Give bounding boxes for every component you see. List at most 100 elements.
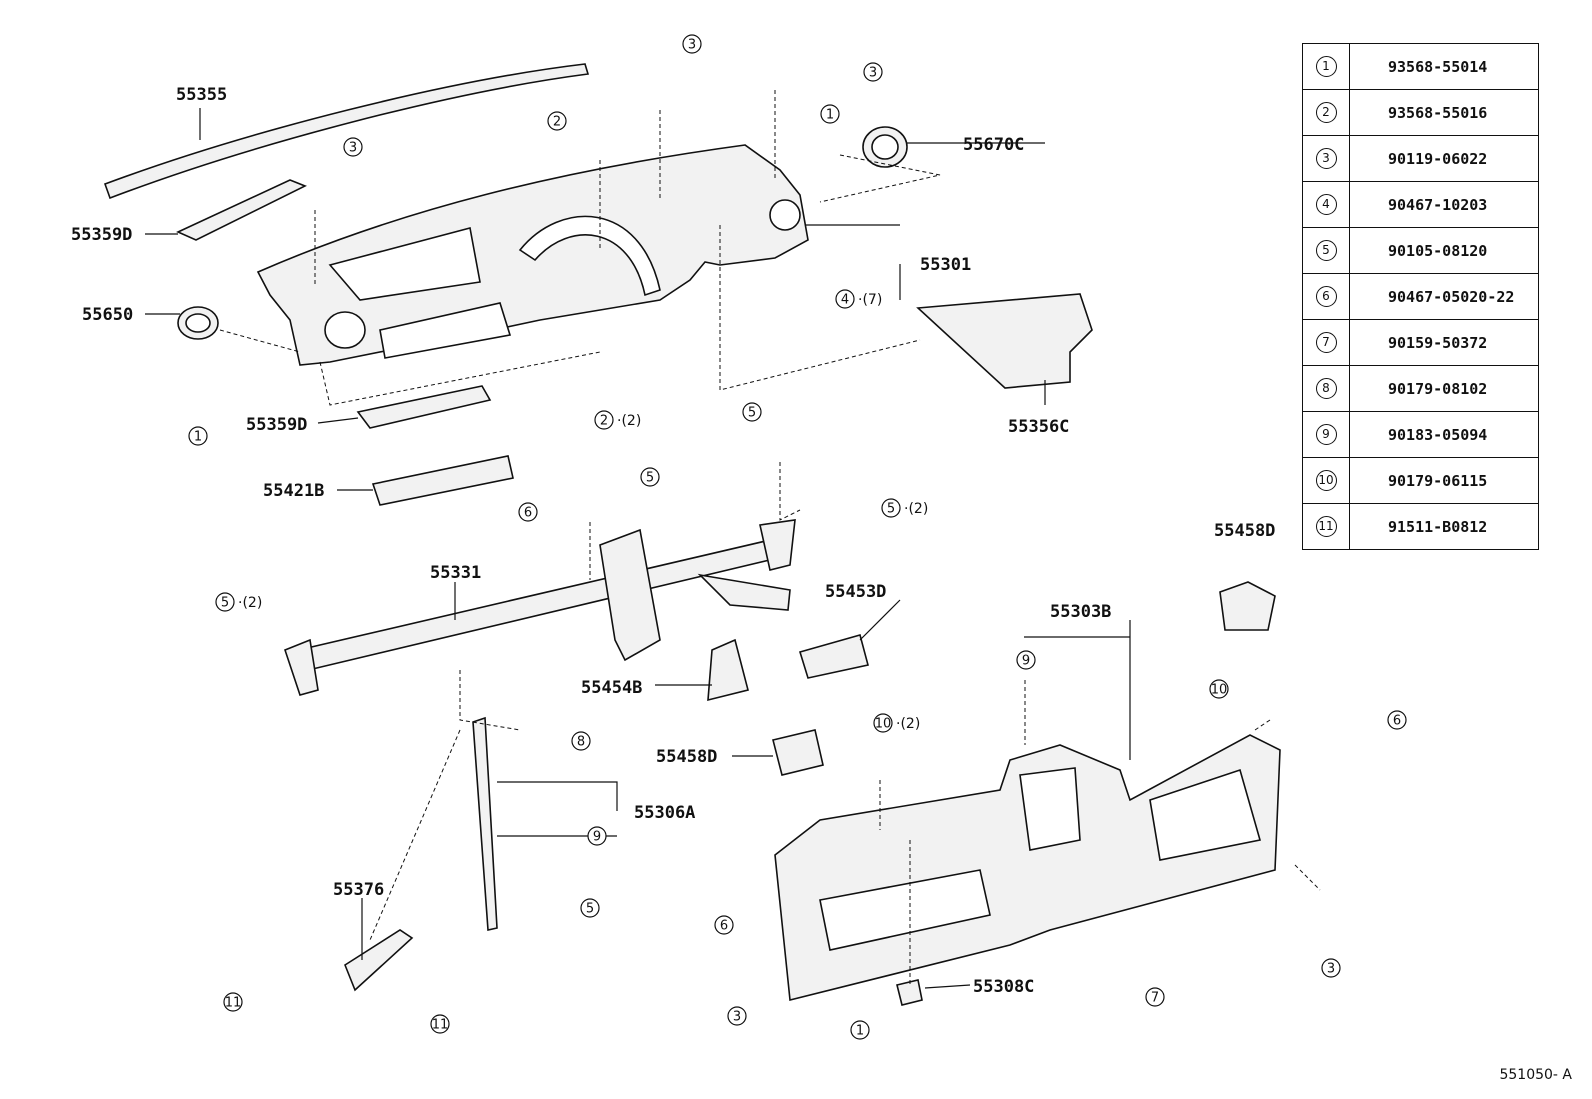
legend-ref-number: 8 xyxy=(1302,365,1350,412)
callout-number: 3 xyxy=(688,38,696,53)
callout-number: 11 xyxy=(225,996,242,1011)
callout-5: 5 xyxy=(742,402,762,422)
callout-6: 6 xyxy=(1387,710,1407,730)
part-55355-molding xyxy=(103,63,590,200)
callout-number: 7 xyxy=(1151,991,1159,1006)
callout-4: 4·(7) xyxy=(835,289,882,309)
callout-5: 5 xyxy=(580,898,600,918)
callout-number: 6 xyxy=(524,506,532,521)
part-label-55458D_right: 55458D xyxy=(1214,521,1275,541)
legend-ref-number: 6 xyxy=(1302,273,1350,320)
part-55376-bracket xyxy=(344,929,414,992)
callout-3: 3 xyxy=(682,34,702,54)
part-label-55421B: 55421B xyxy=(263,481,324,501)
callout-number: 1 xyxy=(194,430,202,445)
part-label-55359D_bottom: 55359D xyxy=(246,415,307,435)
part-label-55376: 55376 xyxy=(333,880,384,900)
callout-number: 11 xyxy=(432,1018,449,1033)
callout-quantity: ·(2) xyxy=(904,501,928,517)
callout-1: 1 xyxy=(188,426,208,446)
legend-ref-number: 10 xyxy=(1302,457,1350,504)
legend-ref-number: 7 xyxy=(1302,319,1350,366)
part-label-55303B: 55303B xyxy=(1050,602,1111,622)
part-label-55355: 55355 xyxy=(176,85,227,105)
legend-part-number: 90159-50372 xyxy=(1349,319,1539,366)
part-55301-instrument-panel xyxy=(256,144,809,366)
part-label-55670C: 55670C xyxy=(963,135,1024,155)
callout-3: 3 xyxy=(863,62,883,82)
callout-number: 6 xyxy=(720,919,728,934)
leader-lines xyxy=(145,108,1131,989)
part-label-55356C: 55356C xyxy=(1008,417,1069,437)
callout-3: 3 xyxy=(343,137,363,157)
part-label-55331: 55331 xyxy=(430,563,481,583)
part-55359D-bottom-panel xyxy=(356,385,492,429)
callout-3: 3 xyxy=(1321,958,1341,978)
part-55458D-left-pad xyxy=(772,729,824,776)
part-55421B-panel xyxy=(371,455,514,506)
callout-number: 10 xyxy=(875,717,892,732)
legend-ref-number: 11 xyxy=(1302,503,1350,550)
callout-number: 3 xyxy=(1327,962,1335,977)
callout-6: 6 xyxy=(714,915,734,935)
callout-9: 9 xyxy=(1016,650,1036,670)
callout-number: 1 xyxy=(856,1024,864,1039)
callout-number: 2 xyxy=(553,115,561,130)
callout-11: 11 xyxy=(223,992,243,1012)
callout-number: 3 xyxy=(733,1010,741,1025)
legend-ref-number: 3 xyxy=(1302,135,1350,182)
callout-number: 5 xyxy=(748,406,756,421)
part-label-55458D_left: 55458D xyxy=(656,747,717,767)
part-55308C-clip xyxy=(896,979,923,1006)
part-label-55301: 55301 xyxy=(920,255,971,275)
legend-part-number: 90179-06115 xyxy=(1349,457,1539,504)
part-55453D-bracket xyxy=(798,634,869,679)
callout-number: 1 xyxy=(826,108,834,123)
part-55650-vent xyxy=(177,306,219,340)
callout-number: 5 xyxy=(586,902,594,917)
callout-number: 3 xyxy=(349,141,357,156)
legend-part-number: 93568-55014 xyxy=(1349,43,1539,90)
callout-quantity: ·(2) xyxy=(617,413,641,429)
callout-1: 1 xyxy=(850,1020,870,1040)
part-55331-reinforcement xyxy=(284,519,796,696)
callout-10: 10 ·(2) xyxy=(873,713,920,733)
legend-part-number: 90105-08120 xyxy=(1349,227,1539,274)
part-label-55453D: 55453D xyxy=(825,582,886,602)
part-55359D-top-panel xyxy=(176,179,307,241)
legend-ref-number: 2 xyxy=(1302,89,1350,136)
part-label-55308C: 55308C xyxy=(973,977,1034,997)
callout-quantity: ·(7) xyxy=(858,292,882,308)
part-label-55306A: 55306A xyxy=(634,803,695,823)
legend-part-number: 93568-55016 xyxy=(1349,89,1539,136)
diagram-code: 551050- A xyxy=(1499,1067,1572,1083)
callout-number: 9 xyxy=(593,830,601,845)
callout-number: 6 xyxy=(1393,714,1401,729)
legend-part-number: 90183-05094 xyxy=(1349,411,1539,458)
callout-9: 9 xyxy=(587,826,607,846)
callout-1: 1 xyxy=(820,104,840,124)
part-55458D-right-pad xyxy=(1219,581,1276,631)
callout-3: 3 xyxy=(727,1006,747,1026)
legend-ref-number: 9 xyxy=(1302,411,1350,458)
part-55356C-cover xyxy=(916,293,1093,389)
callout-7: 7 xyxy=(1145,987,1165,1007)
callout-quantity: ·(2) xyxy=(896,716,920,732)
legend-part-number: 91511-B0812 xyxy=(1349,503,1539,550)
legend-ref-number: 4 xyxy=(1302,181,1350,228)
callout-8: 8 xyxy=(571,731,591,751)
callout-6: 6 xyxy=(518,502,538,522)
legend-ref-number: 5 xyxy=(1302,227,1350,274)
legend-part-number: 90467-10203 xyxy=(1349,181,1539,228)
part-label-55454B: 55454B xyxy=(581,678,642,698)
part-55303B-lower-panel xyxy=(774,734,1281,1001)
